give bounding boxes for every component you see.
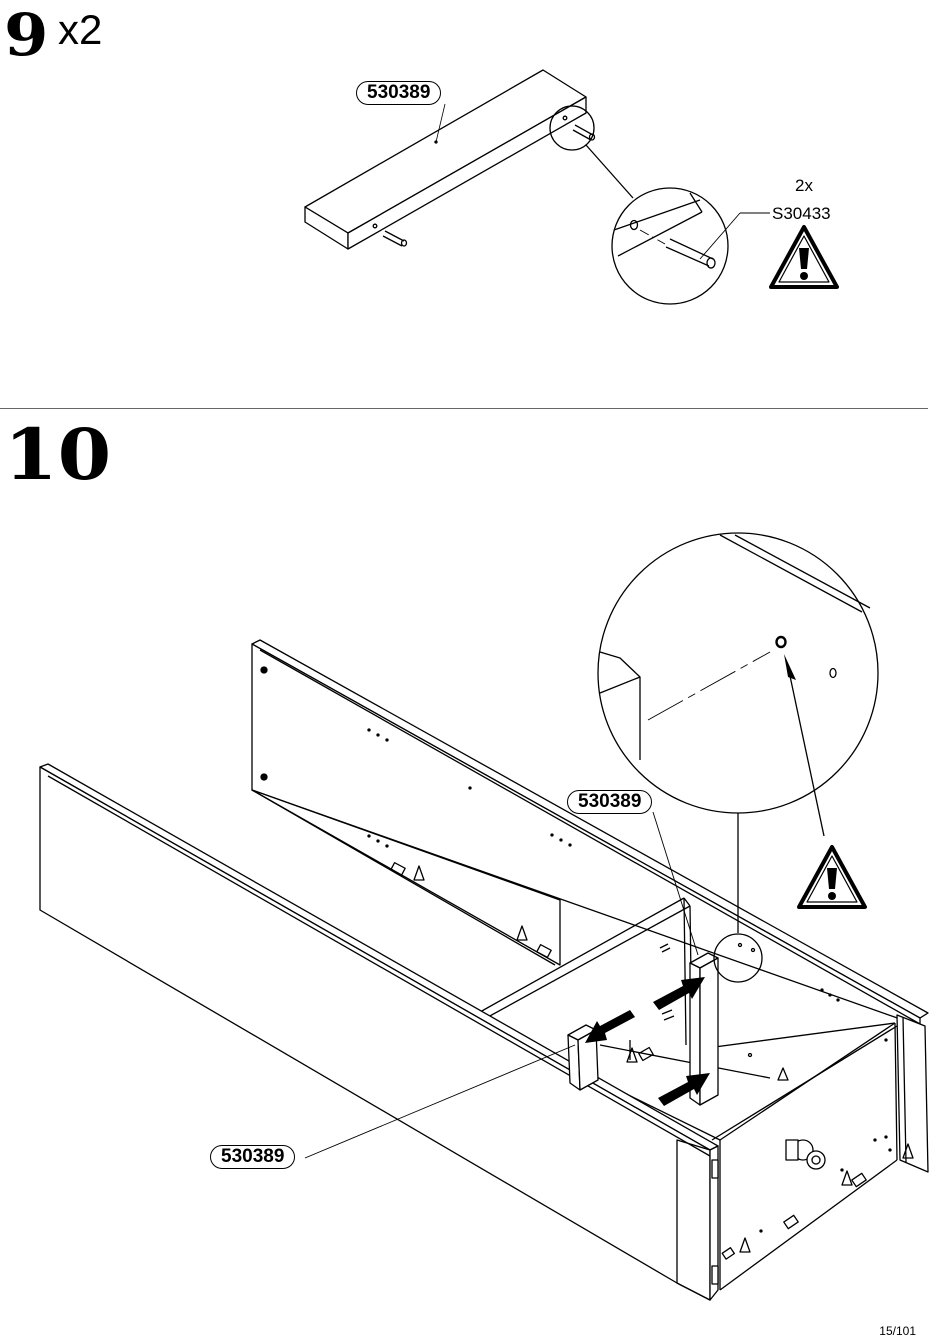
warning-icon [799,847,865,907]
side-panel-hardware [720,1139,897,1290]
step9-board [305,70,586,249]
dowel-code: S30433 [772,204,831,224]
dowel-count: 2x [795,176,813,196]
part-label-divider-bottom: 530389 [210,1145,295,1169]
part-label-board: 530389 [356,81,441,105]
part-label-divider-top: 530389 [567,790,652,814]
warning-icon [771,227,837,287]
page-number: 15/101 [879,1324,916,1338]
